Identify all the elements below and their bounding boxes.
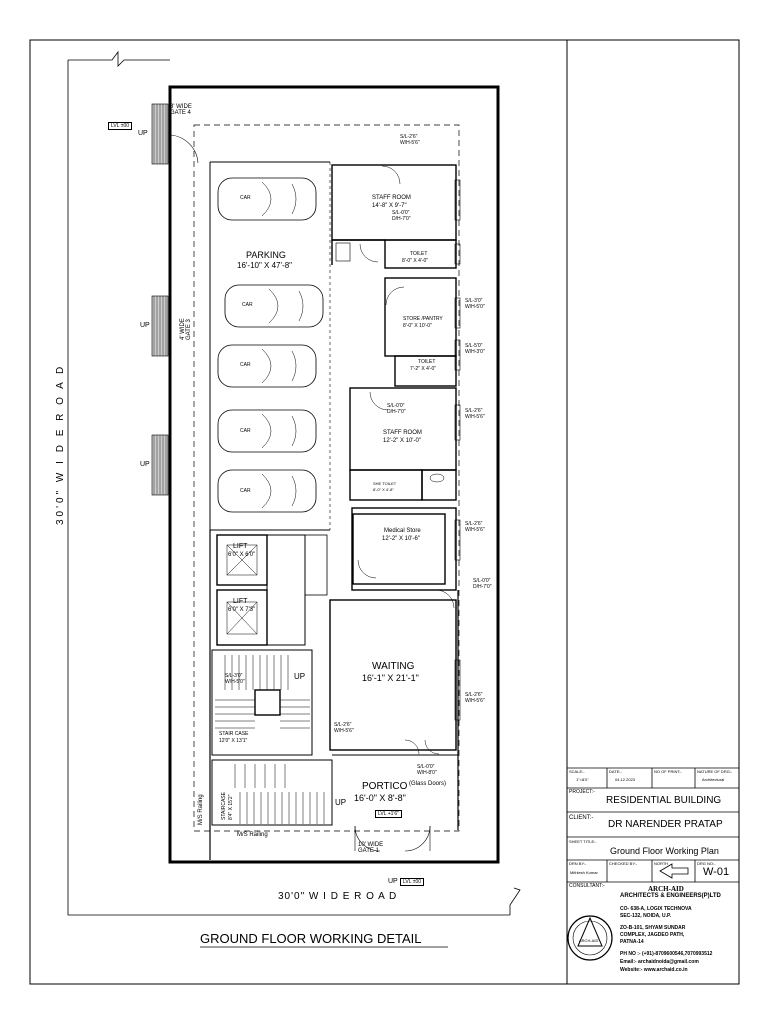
waiting-dim: 16'-1" X 21'-1" [362, 673, 419, 683]
north-label: NORTH [654, 861, 669, 866]
sheet-border [29, 39, 740, 985]
drawn-by-label: DRN BY:- [569, 861, 587, 866]
date-label: DATE:- [609, 769, 622, 774]
date-value: 04.12.2023 [615, 777, 636, 782]
lift-1-label: LIFT [233, 543, 248, 550]
up-label: UP [388, 878, 398, 885]
portico-label: PORTICO [362, 781, 408, 792]
checked-by-label: CHECKED BY:- [609, 861, 638, 866]
staff-room-1-label: STAFF ROOM [372, 195, 411, 201]
staff-room-2-dim: 12'-2" X 10'-0" [383, 438, 421, 444]
firm-name: ARCHITECTS & ENGINEERS(P)LTD [620, 893, 721, 899]
road-label-left: 30'0" W I D E R O A D [55, 363, 66, 525]
client-label: CLIENT:- [569, 815, 594, 821]
consultant-label: CONSULTANT:- [569, 883, 605, 889]
scale-value: 1"=8'0" [576, 777, 589, 782]
parking-label: PARKING [246, 250, 286, 260]
car-label: CAR [240, 362, 251, 368]
drg-no-value: W-01 [703, 866, 730, 878]
north-arrow-icon [659, 863, 689, 879]
nature-label: NATURE OF DRG:- [697, 769, 733, 774]
staff-room-1-dim: 14'-8" X 9'-7" [372, 203, 407, 209]
website: Website:- www.archaid.co.in [620, 967, 688, 973]
she-toilet-label: SHE TOILET [373, 481, 397, 486]
opening-spec: S/L-0'0" W/H-8'0" [417, 764, 437, 776]
address-line: SEC-132, NOIDA, U.P. [620, 913, 672, 919]
client-value: DR NARENDER PRATAP [608, 819, 723, 830]
email: Email:- archaidnoida@gmail.com [620, 959, 699, 965]
project-label: PROJECT:- [569, 789, 595, 795]
toilet-2-label: TOILET [418, 359, 436, 365]
lift-1-dim: 6'0" X 6'0" [228, 552, 256, 558]
gate-mid-label: 4' WIDE GATE 3 [180, 318, 192, 340]
up-label: UP [140, 461, 150, 468]
toilet-1-label: TOILET [410, 251, 428, 257]
opening-spec: S/L-2'6" W/H-5'6" [334, 722, 354, 734]
lift-2-label: LIFT [233, 598, 248, 605]
phone: PH NO :- (+91)-8709600546,7070993512 [620, 951, 713, 957]
car-label: CAR [242, 302, 253, 308]
stair2-dim: 8'4" X 15'2" [228, 794, 234, 820]
up-label: UP [294, 672, 306, 681]
opening-spec: S/L-0'0" D/H-7'0" [392, 210, 411, 222]
drg-no-label: DRG NO:- [697, 861, 716, 866]
drawn-by-value: Mithlesh Kumar [570, 870, 598, 875]
drawing-title: GROUND FLOOR WORKING DETAIL [200, 931, 422, 946]
railing-label: M/S Railing [198, 794, 204, 825]
medical-store-dim: 12'-2" X 10'-6" [382, 536, 420, 542]
plot-boundary [168, 85, 500, 864]
opening-spec: S/L-3'0" W/H-5'0" [465, 298, 485, 310]
lift-2-dim: 6'0" X 7'3" [228, 607, 256, 613]
opening-spec: S/L-2'6" W/H-5'6" [465, 521, 485, 533]
toilet-2-dim: 7'-2" X 4'-0" [410, 366, 437, 372]
opening-spec: S/L-5'0" W/H-3'0" [465, 343, 485, 355]
seal-text: ARCH-AID [579, 938, 599, 943]
prints-label: NO OF PRINT:- [654, 769, 682, 774]
up-label: UP [138, 130, 148, 137]
car-label: CAR [240, 488, 251, 494]
store-dim: 8'-0" X 10'-0" [403, 323, 432, 329]
opening-spec: S/L-0'0" D/H-7'0" [387, 403, 406, 415]
gate-bottom-label: 10' WIDE GATE 1 [358, 842, 384, 854]
up-label: UP [335, 798, 347, 807]
level-bottom: LVL ±00 [400, 878, 425, 886]
stair2-label: STAIRCASE [221, 792, 227, 820]
firm-seal-icon [567, 915, 613, 961]
parking-dim: 16'-10" X 47'-8" [237, 261, 292, 270]
level-portico: LVL +1'6" [375, 810, 402, 818]
portico-dim: 16'-0" X 8'-8" [354, 793, 406, 803]
sheet-title-label: SHEET TITLE:- [569, 839, 597, 844]
project-value: RESIDENTIAL BUILDING [606, 795, 722, 806]
opening-spec: S/L-2'6" W/H-5'6" [400, 134, 420, 146]
firm-logo-text: ARCH-AID [648, 885, 684, 893]
stair-label: STAIR CASE [219, 731, 249, 737]
medical-store-label: Medical Store [384, 528, 421, 534]
opening-spec: S/L-2'6" W/H-5'6" [465, 408, 485, 420]
staff-room-2-label: STAFF ROOM [383, 430, 422, 436]
opening-spec: S/L-0'0" D/H-7'0" [473, 578, 492, 590]
glass-doors-label: (Glass Doors) [409, 781, 447, 787]
scale-label: SCALE:- [569, 769, 585, 774]
toilet-1-dim: 8'-0" X 4'-0" [402, 258, 429, 264]
address-line: COMPLEX, JAGDEO PATH, [620, 932, 685, 938]
railing-label-2: M/S Railing [237, 832, 268, 838]
level-top: LVL ±00 [108, 122, 133, 130]
stair-dim: 12'0" X 13'1" [219, 738, 248, 744]
road-label-bottom: 30'0" W I D E R O A D [278, 891, 398, 902]
she-toilet-dim: 8'-0" X 4'-8" [373, 487, 394, 492]
nature-value: Architectural [702, 777, 725, 782]
address-line: PATNA-14 [620, 939, 644, 945]
up-label: UP [140, 322, 150, 329]
car-label: CAR [240, 428, 251, 434]
address-line: ZO-B-101, SHYAM SUNDAR [620, 925, 686, 931]
waiting-label: WAITING [372, 661, 415, 672]
gate-top-label: 8' WIDE GATE 4 [170, 104, 192, 116]
address-line: CO- 638-A, LOGIX TECHNOVA [620, 906, 692, 912]
opening-spec: S/L-2'6" W/H-5'6" [465, 692, 485, 704]
sheet-title-value: Ground Floor Working Plan [610, 846, 719, 856]
car-label: CAR [240, 195, 251, 201]
opening-spec: S/L-3'0" W/H-5'0" [225, 673, 245, 685]
store-label: STORE /PANTRY [403, 316, 443, 322]
